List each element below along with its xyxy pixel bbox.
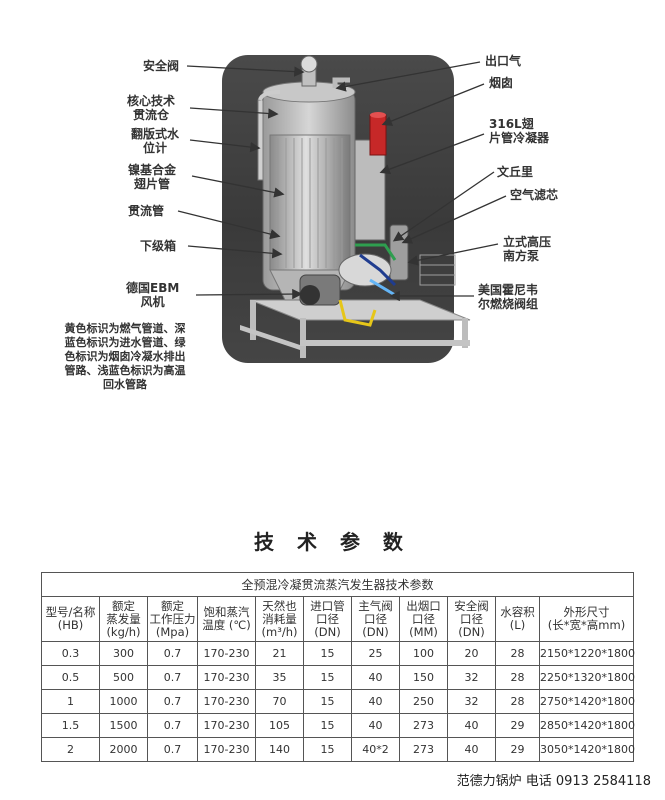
- table-cell: 40*2: [351, 737, 400, 762]
- table-cell: 2750*1420*1800: [539, 689, 635, 714]
- table-cell: 2: [41, 737, 100, 762]
- table-cell: 32: [447, 665, 496, 690]
- table-cell: 1: [41, 689, 100, 714]
- table-cell: 3050*1420*1800: [539, 737, 635, 762]
- table-cell: 1500: [99, 713, 148, 738]
- table-cell: 29: [495, 737, 540, 762]
- label-air-filter: 空气滤芯: [510, 188, 559, 202]
- table-cell: 150: [399, 665, 448, 690]
- table-header-cell: 饱和蒸汽 温度 (℃): [197, 596, 256, 642]
- table-cell: 40: [447, 737, 496, 762]
- table-cell: 300: [99, 641, 148, 666]
- table-cell: 28: [495, 665, 540, 690]
- label-outlet-gas: 出口气: [485, 54, 522, 68]
- table-cell: 0.7: [147, 737, 198, 762]
- table-cell: 0.3: [41, 641, 100, 666]
- table-cell: 28: [495, 689, 540, 714]
- table-cell: 2150*1220*1800: [539, 641, 635, 666]
- table-cell: 40: [351, 665, 400, 690]
- table-cell: 170-230: [197, 641, 256, 666]
- table-cell: 170-230: [197, 737, 256, 762]
- table-cell: 0.7: [147, 689, 198, 714]
- table-cell: 32: [447, 689, 496, 714]
- table-cell: 20: [447, 641, 496, 666]
- label-through-tube: 贯流管: [128, 204, 165, 218]
- boiler-diagram: 安全阀 核心技术 贯流仓 翻版式水 位计 镍基合金 翅片管 贯流管 下级箱 德国…: [64, 54, 559, 391]
- table-cell: 2850*1420*1800: [539, 713, 635, 738]
- table-cell: 15: [303, 641, 352, 666]
- table-cell: 250: [399, 689, 448, 714]
- table-header-cell: 进口管 口径 (DN): [303, 596, 352, 642]
- table-cell: 15: [303, 665, 352, 690]
- table-cell: 0.7: [147, 641, 198, 666]
- table-cell: 25: [351, 641, 400, 666]
- label-nickel-fin: 镍基合金 翅片管: [128, 163, 177, 191]
- table-cell: 35: [255, 665, 304, 690]
- table-cell: 0.7: [147, 665, 198, 690]
- table-cell: 273: [399, 737, 448, 762]
- table-header-cell: 额定 工作压力 (Mpa): [147, 596, 198, 642]
- table-cell: 170-230: [197, 665, 256, 690]
- table-header-cell: 天然也 消耗量 (m³/h): [255, 596, 304, 642]
- label-burner: 美国霍尼韦 尔燃烧阀组: [478, 283, 539, 311]
- table-cell: 1.5: [41, 713, 100, 738]
- table-header-cell: 安全阀 口径 (DN): [447, 596, 496, 642]
- label-chimney: 烟囱: [489, 76, 514, 90]
- table-cell: 15: [303, 737, 352, 762]
- table-cell: 40: [351, 689, 400, 714]
- table-cell: 140: [255, 737, 304, 762]
- table-cell: 273: [399, 713, 448, 738]
- label-core-tech: 核心技术 贯流仓: [127, 94, 176, 122]
- table-cell: 40: [447, 713, 496, 738]
- table-cell: 40: [351, 713, 400, 738]
- table-caption: 全预混冷凝贯流蒸汽发生器技术参数: [41, 572, 634, 597]
- table-cell: 28: [495, 641, 540, 666]
- table-header-cell: 外形尺寸 (长*宽*高mm): [539, 596, 634, 642]
- table-header-cell: 主气阀 口径 (DN): [351, 596, 400, 642]
- table-cell: 2000: [99, 737, 148, 762]
- table-cell: 170-230: [197, 689, 256, 714]
- label-safety-valve: 安全阀: [143, 59, 180, 73]
- spec-table: 全预混冷凝贯流蒸汽发生器技术参数 型号/名称 (HB)额定 蒸发量 (kg/h)…: [41, 572, 635, 762]
- pipe-color-note: 黄色标识为燃气管道、深蓝色标识为进水管道、绿色标识为烟囱冷凝水排出管路、浅蓝色标…: [64, 322, 186, 391]
- label-venturi: 文丘里: [497, 165, 534, 179]
- table-header-cell: 水容积 (L): [495, 596, 540, 642]
- table-cell: 21: [255, 641, 304, 666]
- table-cell: 0.7: [147, 713, 198, 738]
- leader-lines: [177, 61, 507, 302]
- boiler-illustration: [177, 55, 507, 358]
- table-cell: 2250*1320*1800: [539, 665, 635, 690]
- label-condenser: 316L翅 片管冷凝器: [489, 117, 550, 145]
- table-cell: 70: [255, 689, 304, 714]
- table-header-cell: 额定 蒸发量 (kg/h): [99, 596, 148, 642]
- table-cell: 100: [399, 641, 448, 666]
- label-pump: 立式高压 南方泵: [503, 235, 552, 263]
- label-ebm-fan: 德国EBM 风机: [126, 281, 180, 309]
- table-header-cell: 出烟口 口径 (MM): [399, 596, 448, 642]
- contact-footer: 范德力锅炉 电话 0913 2584118: [456, 774, 651, 789]
- table-cell: 0.5: [41, 665, 100, 690]
- table-cell: 105: [255, 713, 304, 738]
- table-cell: 170-230: [197, 713, 256, 738]
- page-title: 技 术 参 数: [254, 530, 411, 554]
- label-flip-gauge: 翻版式水 位计: [131, 127, 180, 155]
- main-vessel: [257, 55, 356, 301]
- table-cell: 15: [303, 689, 352, 714]
- condenser-assembly: [332, 77, 387, 241]
- table-header-row: 型号/名称 (HB)额定 蒸发量 (kg/h)额定 工作压力 (Mpa)饱和蒸汽…: [41, 596, 634, 642]
- table-header-cell: 型号/名称 (HB): [41, 596, 100, 642]
- base-frame: [240, 299, 471, 358]
- table-cell: 500: [99, 665, 148, 690]
- table-cell: 1000: [99, 689, 148, 714]
- label-lower-box: 下级箱: [140, 239, 177, 253]
- table-cell: 29: [495, 713, 540, 738]
- table-cell: 15: [303, 713, 352, 738]
